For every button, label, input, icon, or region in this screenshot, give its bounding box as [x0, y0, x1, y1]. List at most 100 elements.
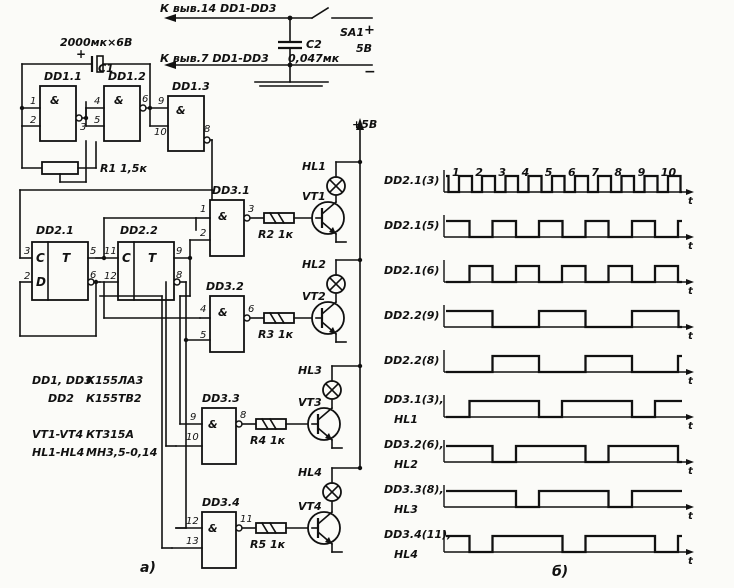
pulse-number-1: 1: [452, 166, 460, 179]
dd2-2-t-symbol: T: [148, 251, 157, 265]
waveform: [446, 309, 682, 329]
dd3-3-pin-out: 8: [240, 410, 246, 421]
c1-plus: +: [76, 47, 86, 61]
signal-label: DD3.3(8),: [384, 483, 444, 496]
dd3-1-pin-b: 2: [200, 228, 206, 239]
time-axis-label: t: [688, 556, 694, 567]
signal-label-2: HL1: [394, 413, 418, 426]
dd3-4-gate: [201, 511, 237, 569]
waveform: [446, 174, 682, 194]
supply-minus-sign: −: [364, 64, 376, 80]
dd1-1-pin-a: 1: [30, 96, 36, 107]
dd3-1-label: DD3.1: [212, 184, 250, 197]
dd3-3-gate: [201, 407, 237, 465]
dd3-1-gate: [209, 199, 245, 257]
dd1-2-gate: [103, 85, 141, 142]
timing-caption: б): [552, 564, 568, 580]
dd3-1-pin-a: 1: [200, 204, 206, 215]
signal-label: DD3.1(3),: [384, 393, 444, 406]
legend-ref-2: DD2: [48, 392, 74, 405]
dd2-2-pin-c: 11: [104, 246, 117, 257]
waveform: [446, 399, 682, 419]
dd1-2-label: DD1.2: [108, 70, 146, 83]
dd3-2-symbol: &: [218, 306, 228, 319]
waveform: [446, 219, 682, 239]
dd2-2-pin-q: 9: [176, 246, 182, 257]
time-axis-label: t: [688, 241, 694, 252]
pulse-number-6: 6: [568, 166, 576, 179]
switch-label: SA1: [340, 26, 364, 39]
power-supply: К выв.14 DD1-DD3 К выв.7 DD1-DD3 SA1 + 5…: [160, 2, 376, 87]
time-axis-label: t: [688, 511, 694, 522]
dd2-1-trigger: [31, 241, 89, 301]
transistor-vt3-label: VT3: [298, 396, 322, 409]
legend-part-1: К155ЛА3: [86, 374, 144, 387]
waveform: [446, 354, 682, 374]
pulse-number-8: 8: [614, 166, 622, 179]
waveform: [446, 444, 682, 464]
transistor-vt3: [307, 407, 341, 441]
signal-label: DD3.2(6),: [384, 438, 444, 451]
dd3-3-pin-b: 10: [186, 432, 199, 443]
pulse-number-7: 7: [591, 166, 599, 179]
transistor-vt1-label: VT1: [302, 190, 326, 203]
time-axis-label: t: [688, 376, 694, 387]
signal-label: DD2.2(8): [384, 354, 439, 367]
timing-row-1: DD2.1(3)t: [384, 170, 694, 207]
dd2-2-c-symbol: C: [122, 251, 131, 265]
dd1-2-pin-out: 6: [142, 94, 148, 105]
dd2-1-pin-q: 5: [90, 246, 96, 257]
r1-label: R1 1,5к: [100, 162, 147, 175]
schematic-caption: а): [140, 560, 156, 576]
time-axis-label: t: [688, 196, 694, 207]
dd1-3-pin-a: 9: [158, 96, 164, 107]
legend-ref-3: VT1-VT4: [32, 428, 83, 441]
lamp-hl4-label: HL4: [298, 466, 322, 479]
dd1-3-gate: [167, 95, 205, 152]
signal-label-2: HL4: [394, 548, 418, 561]
resistor-r2-label: R2 1к: [258, 228, 294, 241]
pulse-number-5: 5: [545, 166, 553, 179]
dd2-1-t-symbol: T: [62, 251, 71, 265]
dd1-3-label: DD1.3: [172, 80, 210, 93]
legend-part-2: К155ТВ2: [86, 392, 142, 405]
dd3-1-pin-out: 3: [248, 204, 254, 215]
legend-part-3: КТ315А: [86, 428, 134, 441]
waveform: [446, 534, 682, 554]
plus5-rail: +5В: [352, 118, 377, 469]
legend-ref-4: HL1-HL4: [32, 446, 84, 459]
dd2-1-pin-nq: 6: [90, 270, 96, 281]
timing-row-5: DD2.2(8) t: [384, 350, 694, 387]
timing-row-6: DD3.1(3), HL1 t: [384, 393, 694, 432]
dd2-1-pin-c: 3: [24, 246, 30, 257]
dd3-2-pin-a: 4: [200, 304, 206, 315]
time-axis-label: t: [688, 466, 694, 477]
dd2-2-pin-d: 12: [104, 271, 117, 282]
dd2-2-pin-nq: 8: [176, 270, 182, 281]
transistor-vt4-label: VT4: [298, 500, 322, 513]
dd1-3-pin-b: 10: [154, 127, 167, 138]
dd1-1-gate: [39, 85, 77, 142]
time-axis-label: t: [688, 331, 694, 342]
dd3-4-pin-out: 11: [240, 514, 253, 525]
output-stage-3: R4 1к VT3 HL3: [241, 363, 363, 449]
resistor-r5-label: R5 1к: [250, 538, 286, 551]
pulse-number-4: 4: [521, 166, 530, 179]
lamp-hl3-label: HL3: [298, 364, 322, 377]
transistor-vt1: [311, 201, 345, 235]
timing-row-2: DD2.1(5)t: [384, 215, 694, 252]
pulse-number-9: 9: [638, 166, 646, 179]
pulse-number-2: 2: [475, 166, 483, 179]
dd3-1-symbol: &: [218, 210, 228, 223]
dd3-2-pin-b: 5: [200, 330, 206, 341]
time-axis-label: t: [688, 421, 694, 432]
dd1-1-symbol: &: [50, 94, 60, 107]
dd1-2-pin-a: 4: [94, 96, 100, 107]
dd2-2-trigger: [117, 241, 175, 301]
resistor-r4-label: R4 1к: [250, 434, 286, 447]
lamp-hl1-label: HL1: [302, 160, 326, 173]
